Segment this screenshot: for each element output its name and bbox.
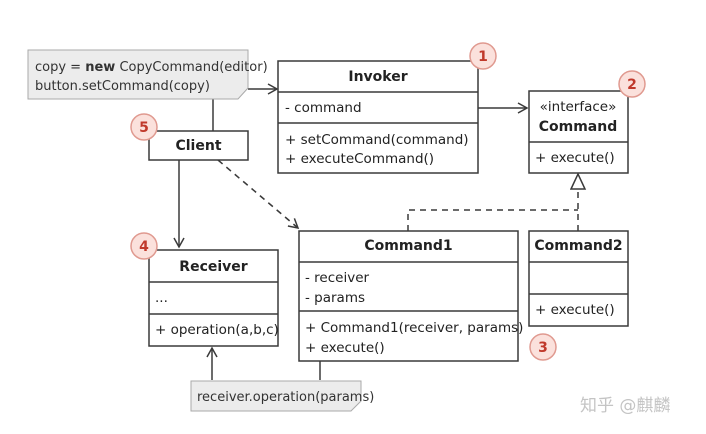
command1-class: Command1 - receiver - params + Command1(… (298, 230, 523, 362)
badge-2: 2 (618, 70, 646, 98)
client-note-line1-prefix: copy = (35, 60, 85, 75)
command-interface-stereotype: «interface» (540, 99, 617, 115)
badge-4: 4 (130, 232, 158, 260)
receiver-note-text: receiver.operation(params) (197, 390, 374, 405)
badge-5-label: 5 (139, 120, 149, 136)
receiver-field-ellipsis: ... (155, 290, 168, 306)
receiver-title: Receiver (179, 259, 247, 275)
client-note-line1-suffix: CopyCommand(editor) (115, 60, 267, 75)
badge-5: 5 (130, 113, 158, 141)
receiver-code-note: receiver.operation(params) (190, 380, 374, 412)
client-class: Client (148, 130, 249, 161)
command1-field-params: - params (305, 290, 365, 306)
client-note-new-keyword: new (85, 60, 115, 75)
badge-3-label: 3 (538, 340, 548, 356)
invoker-method-setcommand: + setCommand(command) (285, 132, 469, 148)
badge-4-label: 4 (139, 239, 149, 255)
command2-method-execute: + execute() (535, 302, 615, 318)
command-interface: «interface» Command + execute() (528, 90, 629, 174)
command1-realization-line (407, 209, 578, 231)
invoker-title: Invoker (348, 69, 407, 85)
receiver-class: Receiver ... + operation(a,b,c) (148, 249, 279, 347)
client-title: Client (175, 138, 221, 154)
command1-method-execute: + execute() (305, 340, 385, 356)
invoker-class: Invoker - command + setCommand(command) … (277, 60, 479, 174)
badge-2-label: 2 (627, 77, 637, 93)
command1-title: Command1 (364, 238, 452, 254)
badge-1-label: 1 (478, 49, 488, 65)
invoker-method-executecommand: + executeCommand() (285, 151, 434, 167)
command2-title: Command2 (534, 238, 622, 254)
command1-method-constructor: + Command1(receiver, params) (305, 320, 523, 336)
command-interface-title: Command (539, 119, 618, 135)
svg-text:copy = new CopyCommand(editor): copy = new CopyCommand(editor) (35, 60, 268, 75)
client-note-line2: button.setCommand(copy) (35, 79, 210, 94)
badge-3: 3 (529, 333, 557, 361)
command2-class: Command2 + execute() (528, 230, 629, 327)
zhihu-watermark: 知乎 @麒麟 (580, 396, 670, 416)
badge-1: 1 (469, 42, 497, 70)
client-code-note: copy = new CopyCommand(editor) button.se… (27, 49, 268, 100)
command-interface-method-execute: + execute() (535, 150, 615, 166)
receiver-method-operation: + operation(a,b,c) (155, 322, 279, 338)
command1-field-receiver: - receiver (305, 270, 369, 286)
invoker-field-command: - command (285, 100, 362, 116)
